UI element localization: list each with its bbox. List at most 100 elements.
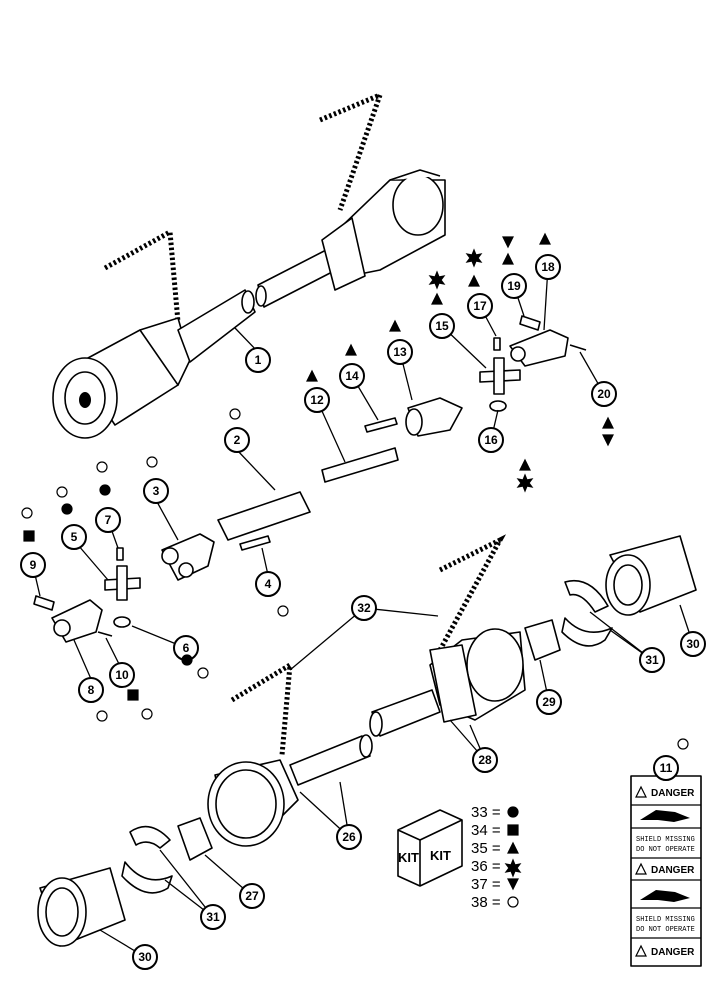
legend-36-number: 36 =: [471, 858, 501, 875]
filled-triangle-up-marker: [502, 252, 514, 265]
callout-29: 29: [536, 689, 562, 715]
svg-text:17: 17: [473, 299, 487, 313]
danger-decal: DANGER SHIELD MISSING DO NOT OPERATE DAN…: [630, 775, 702, 967]
open-circle-marker: [96, 710, 108, 722]
callout-17: 17: [467, 293, 493, 319]
svg-text:11: 11: [660, 761, 673, 775]
svg-text:20: 20: [597, 387, 611, 401]
callout-20: 20: [591, 381, 617, 407]
part-12-inner-profile-tube: [321, 447, 399, 483]
callout-7: 7: [95, 507, 121, 533]
callout-13: 13: [387, 339, 413, 365]
part-13-yoke: [405, 397, 463, 437]
symbol-legend: 33 = 34 = 35 = 36 = 37 = 38 =: [471, 804, 522, 911]
svg-text:31: 31: [645, 653, 659, 667]
open-circle-marker: [229, 408, 241, 420]
svg-text:15: 15: [435, 319, 449, 333]
upper-driveline: [52, 90, 446, 439]
lower-driveline: [207, 534, 526, 847]
callout-15: 15: [429, 313, 455, 339]
part-16-snap-ring: [489, 400, 507, 412]
svg-text:4: 4: [265, 577, 272, 591]
open-circle-marker: [277, 605, 289, 617]
part-5-cross-bearing: [104, 565, 141, 601]
filled-star-marker: [465, 248, 483, 268]
lower-outer-tube: [289, 735, 371, 786]
callout-9: 9: [20, 552, 46, 578]
filled-triangle-up-marker: [602, 416, 614, 429]
part-9-bolt: [33, 595, 55, 611]
lower-right-shield: [429, 628, 526, 723]
part-31-half-collar-lower-left-b: [121, 861, 173, 894]
part-19-bolt: [519, 315, 541, 331]
part-30-bearing-housing-lower: [37, 867, 126, 947]
upper-right-cone-parts: [561, 535, 697, 647]
legend-35-number: 35 =: [471, 840, 501, 857]
part-31-half-collar-lower-left-a: [129, 825, 171, 849]
svg-text:9: 9: [30, 558, 37, 572]
svg-text:16: 16: [484, 433, 498, 447]
part-27-bearing-ring-lower: [177, 817, 213, 861]
open-circle-marker: [197, 667, 209, 679]
callout-2: 2: [224, 427, 250, 453]
callout-18: 18: [535, 254, 561, 280]
part-17-grease-fitting: [493, 337, 501, 351]
callout-31-lower: 31: [200, 904, 226, 930]
filled-circle-icon: [507, 806, 519, 818]
callout-32: 32: [351, 595, 377, 621]
decal-danger-1: DANGER: [651, 788, 695, 799]
lower-left-chain: [230, 660, 293, 756]
filled-triangle-up-marker: [345, 343, 357, 356]
filled-square-icon: [507, 824, 519, 836]
callout-28: 28: [472, 747, 498, 773]
upper-inner-tube: [257, 247, 337, 308]
callout-3: 3: [143, 478, 169, 504]
svg-text:2: 2: [234, 433, 241, 447]
kit-label-right: KIT: [430, 848, 451, 863]
decal-warning-2-line1: SHIELD MISSING: [636, 916, 695, 924]
callout-10: 10: [109, 662, 135, 688]
filled-star-icon: [504, 858, 522, 878]
upper-right-shield: [321, 169, 446, 291]
part-6-snap-ring: [113, 616, 131, 628]
filled-triangle-up-marker: [431, 292, 443, 305]
legend-37-number: 37 =: [471, 876, 501, 893]
callout-14: 14: [339, 363, 365, 389]
decal-warning-1-line1: SHIELD MISSING: [636, 836, 695, 844]
callout-16: 16: [478, 427, 504, 453]
callout-5: 5: [61, 524, 87, 550]
callout-31-upper: 31: [639, 647, 665, 673]
part-7-grease-fitting: [116, 547, 124, 561]
legend-33-number: 33 =: [471, 804, 501, 821]
filled-triangle-up-marker: [519, 458, 531, 471]
part-29-bearing-ring: [524, 619, 561, 661]
svg-text:13: 13: [393, 345, 407, 359]
kit-box: KIT KIT: [397, 809, 463, 887]
open-circle-marker: [21, 507, 33, 519]
part-20-spring: [569, 344, 587, 351]
filled-triangle-down-marker: [502, 236, 514, 249]
callout-30-upper: 30: [680, 631, 706, 657]
filled-circle-marker: [99, 484, 111, 496]
upper-left-chain: [103, 227, 181, 323]
filled-triangle-up-icon: [507, 841, 519, 854]
callout-12: 12: [304, 387, 330, 413]
callout-1: 1: [245, 347, 271, 373]
upper-left-shield: [52, 317, 191, 439]
legend-38-number: 38 =: [471, 894, 501, 911]
upper-outer-tube: [177, 289, 256, 363]
part-14-spring-pin: [364, 417, 398, 433]
svg-text:31: 31: [206, 910, 220, 924]
filled-circle-marker: [181, 654, 193, 666]
decal-danger-3: DANGER: [651, 947, 695, 958]
svg-text:26: 26: [342, 830, 356, 844]
entanglement-pictogram: [640, 810, 690, 822]
part-18-yoke: [509, 329, 569, 367]
svg-text:30: 30: [686, 637, 700, 651]
callout-26: 26: [336, 824, 362, 850]
entanglement-pictogram-2: [640, 890, 690, 902]
decal-danger-2: DANGER: [651, 865, 695, 876]
filled-circle-marker: [61, 503, 73, 515]
warning-triangle-icon: [635, 785, 647, 798]
part-30-bearing-housing-upper: [605, 535, 697, 616]
